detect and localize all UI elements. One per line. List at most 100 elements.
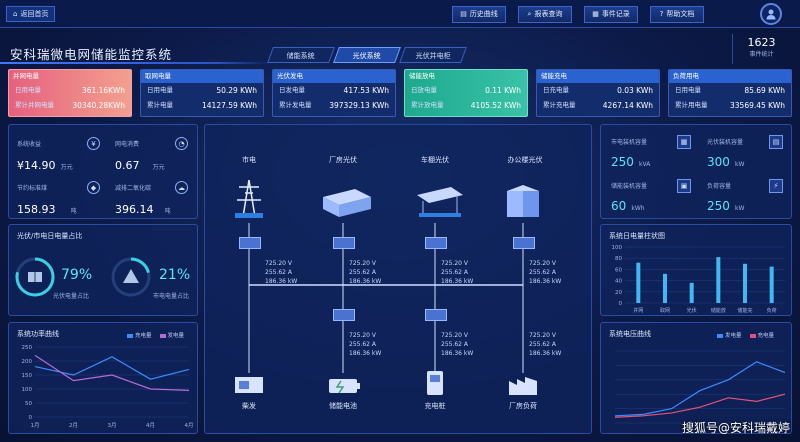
tab-storage-system[interactable]: 储能系统 xyxy=(267,47,335,63)
bar-x-tick: 光伏 xyxy=(687,307,697,314)
stat-revenue: 系统收益 ¥14.90 万元 xyxy=(17,141,73,172)
bar-x-tick: 储能放 xyxy=(711,307,726,314)
bar-y-tick: 100 xyxy=(612,245,623,251)
power-x-tick: 1月 xyxy=(31,422,40,429)
tab-pv-grid-cabinet[interactable]: 光伏并电柜 xyxy=(399,47,467,63)
capacity-grid: 市电装机容量 250 kVA xyxy=(611,139,651,169)
watermark: 搜狐号@安科瑞戴婷 xyxy=(681,421,790,435)
bar-y-tick: 60 xyxy=(615,267,622,273)
page-title: 安科瑞微电网储能监控系统 xyxy=(10,47,173,62)
search-icon: ⌕ xyxy=(527,10,532,18)
legend-charge: 充电量 xyxy=(127,331,152,339)
bar-x-tick: 取网 xyxy=(660,308,670,314)
power-x-tick: 4月 xyxy=(146,422,155,429)
power-y-tick: 150 xyxy=(22,373,33,379)
power-tower-icon xyxy=(235,179,263,218)
daily-bar-chart: 100806040200并网取网光伏储能放储能充负荷 xyxy=(612,245,785,314)
cloud-icon: ☁ xyxy=(175,181,188,194)
ratio-panel: 光伏/市电日电量占比 79% 光伏电量占比 21% 市电电量占比 xyxy=(8,224,198,316)
tab-pv-system[interactable]: 光伏系统 xyxy=(333,47,401,63)
meter-office-pv xyxy=(513,237,535,249)
grid-ratio-label: 市电电量占比 xyxy=(153,293,190,300)
bar-y-tick: 80 xyxy=(615,256,622,262)
power-y-tick: 50 xyxy=(25,401,32,407)
bar-x-tick: 负荷 xyxy=(767,307,777,314)
capacity-panel: 市电装机容量 250 kVA ▦ 光伏装机容量 300 kW ▤ 储能装机容量 … xyxy=(600,124,792,219)
carport-pv-icon xyxy=(417,187,463,217)
bar-5 xyxy=(769,266,774,303)
user-icon xyxy=(766,9,776,20)
event-log-button[interactable]: ▦事件记录 xyxy=(584,6,638,23)
bar-3 xyxy=(716,257,721,303)
source-label-carport-pv: 车棚光伏 xyxy=(421,156,449,164)
home-icon: ⌂ xyxy=(13,10,18,18)
stat-grid-cost: 网电消费 0.67 万元 xyxy=(115,141,165,172)
event-counter[interactable]: 1623 事件统计 xyxy=(732,34,790,64)
meter-icon: ▦ xyxy=(677,135,691,149)
help-icon: ? xyxy=(659,10,664,18)
meter-grid xyxy=(239,237,261,249)
power-y-tick: 0 xyxy=(29,415,33,421)
user-avatar[interactable] xyxy=(760,3,782,25)
meter-storage xyxy=(333,309,355,321)
money-icon: ¥ xyxy=(87,137,100,150)
bar-0 xyxy=(636,262,641,303)
power-y-tick: 200 xyxy=(22,359,33,365)
back-home-button[interactable]: ⌂返回首页 xyxy=(6,6,56,22)
voltage-series-line xyxy=(614,393,786,418)
grid-ratio-value: 21% xyxy=(159,267,191,283)
report-query-button[interactable]: ⌕报表查询 xyxy=(518,6,572,23)
pv-ratio-ring xyxy=(15,257,55,297)
legend-voltage-charge: 充电量 xyxy=(749,331,774,339)
legend-voltage-gen: 发电量 xyxy=(717,331,742,339)
load-label-charging: 充电桩 xyxy=(424,402,446,410)
capacity-load: 负荷容量 250 kW xyxy=(707,183,745,213)
meter-charging xyxy=(425,309,447,321)
voltage-curve-title: 系统电压曲线 xyxy=(609,330,651,338)
help-doc-button[interactable]: ?帮助文档 xyxy=(650,6,704,23)
legend-generation: 发电量 xyxy=(159,331,184,339)
bar-x-tick: 储能充 xyxy=(737,307,752,314)
voltage-series-line xyxy=(614,361,786,417)
load-label-factory: 厂房负荷 xyxy=(509,402,537,410)
source-label-grid: 市电 xyxy=(242,156,256,164)
stat-co2-reduction: 减排二氧化碳 396.14 吨 xyxy=(115,185,171,216)
power-legend: 充电量 发电量 xyxy=(127,331,184,339)
meter-factory-pv xyxy=(333,237,355,249)
bar-x-tick: 并网 xyxy=(633,307,643,314)
power-x-tick: 2月 xyxy=(69,422,78,429)
voltage-curve-panel: 系统电压曲线 发电量 充电量 xyxy=(600,322,792,434)
stats-panel: 系统收益 ¥14.90 万元 ¥ 网电消费 0.67 万元 ◔ 节约标准煤 15… xyxy=(8,124,198,219)
power-y-tick: 100 xyxy=(22,387,33,393)
title-underline xyxy=(0,62,270,64)
ratio-title: 光伏/市电日电量占比 xyxy=(17,232,83,240)
factory-pv-icon xyxy=(323,189,371,217)
daily-bar-title: 系统日电量柱状图 xyxy=(609,232,665,240)
system-tabs: 储能系统 光伏系统 光伏并电柜 xyxy=(267,47,467,63)
gauge-icon: ◔ xyxy=(175,137,188,150)
load-label-diesel: 柴发 xyxy=(242,402,256,410)
chart-icon: ▤ xyxy=(460,10,467,18)
voltage-line-chart xyxy=(614,350,786,424)
bar-y-tick: 20 xyxy=(615,290,622,296)
voltage-legend: 发电量 充电量 xyxy=(717,331,774,339)
power-series-line xyxy=(34,354,190,391)
history-curve-button[interactable]: ▤历史曲线 xyxy=(452,6,506,23)
coal-icon: ◆ xyxy=(87,181,100,194)
load-label-battery: 储能电池 xyxy=(329,402,357,410)
power-series-line xyxy=(34,356,190,380)
battery-box-icon: ▣ xyxy=(677,179,691,193)
meter-carport-pv xyxy=(425,237,447,249)
